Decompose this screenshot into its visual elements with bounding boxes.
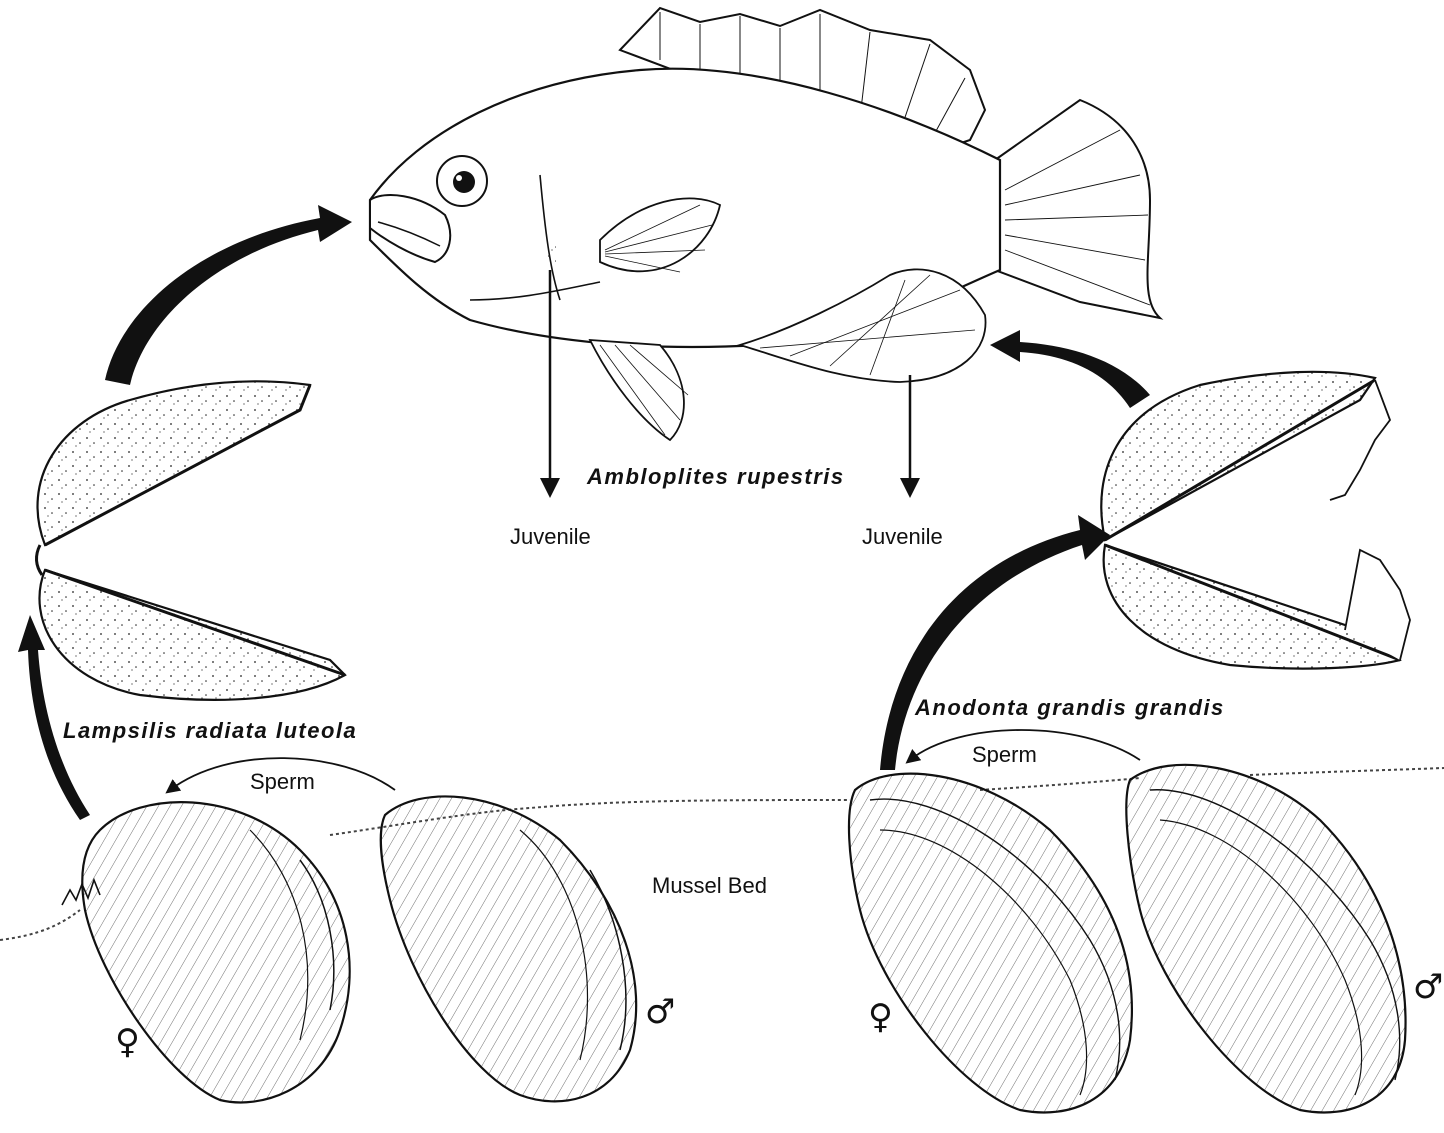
male-symbol-left: ♂ <box>645 995 675 1029</box>
lampsilis-species-label: Lampsilis radiata luteola <box>63 720 357 742</box>
juvenile-label-left: Juvenile <box>510 526 591 548</box>
anodonta-glochidium <box>1101 372 1410 669</box>
sperm-label-left: Sperm <box>250 771 315 793</box>
lampsilis-female-mussel <box>62 802 350 1102</box>
male-symbol-right: ♂ <box>1413 970 1443 1004</box>
mussel-bed-label: Mussel Bed <box>652 875 767 897</box>
lampsilis-glochidium <box>36 381 345 699</box>
rock-bass-fish <box>370 8 1160 440</box>
anodonta-species-label: Anodonta grandis grandis <box>915 697 1225 719</box>
arrow-glochidium-to-fish-left <box>105 205 352 385</box>
female-symbol-right: ♀ <box>868 1000 893 1034</box>
anodonta-female-mussel <box>849 774 1132 1113</box>
caudal-fin <box>995 100 1160 318</box>
sperm-label-right: Sperm <box>972 744 1037 766</box>
arrow-glochidium-to-fish-right <box>990 330 1150 408</box>
lampsilis-male-mussel <box>381 796 636 1101</box>
anodonta-male-mussel <box>1126 765 1405 1113</box>
juvenile-label-right: Juvenile <box>862 526 943 548</box>
fish-species-label: Ambloplites rupestris <box>587 466 845 488</box>
pelvic-fin <box>590 340 684 440</box>
female-symbol-left: ♀ <box>115 1025 140 1059</box>
